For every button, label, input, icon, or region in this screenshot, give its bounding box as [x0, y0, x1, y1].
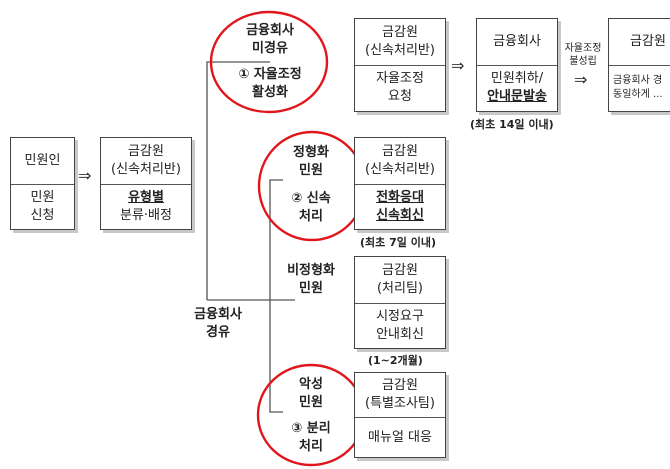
branch-line-self [206, 61, 270, 185]
nonstandard-fss-body-line-2: 안내회신 [376, 327, 424, 342]
self-step: ① 자율조정 활성화 [222, 66, 318, 102]
complainant-box: 민원인 민원 신청 [10, 137, 75, 230]
nonstandard-label-line-2: 민원 [299, 281, 323, 296]
self-final-title-text: 금감원 [630, 34, 666, 49]
self-company-title-text: 금융회사 [493, 34, 541, 49]
standard-label-line-1: 정형화 [293, 145, 329, 160]
self-label-line-1: 금융회사 [246, 23, 294, 38]
self-final-box: 금감원 금융회사 경 동일하게 ... [608, 18, 670, 112]
fss-intake-body-line-1: 유형별 [128, 190, 164, 205]
self-fss-box: 금감원 (신속처리반) 자율조정 요청 [354, 18, 446, 112]
malicious-fss-divider [355, 417, 445, 418]
standard-step-line-1: ② 신속 [291, 191, 331, 206]
standard-fss-box: 금감원 (신속처리반) 전화응대 신속회신 [354, 137, 446, 230]
malicious-label-line-2: 민원 [299, 395, 323, 410]
self-fss-title: 금감원 (신속처리반) [355, 19, 445, 65]
arrow-company-to-final: ⇒ [574, 70, 588, 89]
nonstandard-label: 비정형화 민원 [272, 262, 350, 298]
complainant-divider [11, 184, 74, 185]
malicious-label-line-1: 악성 [299, 377, 323, 392]
self-company-box: 금융회사 민원취하/ 안내문발송 [476, 18, 558, 112]
standard-fss-body-line-2: 신속회신 [376, 208, 424, 223]
standard-label: 정형화 민원 [276, 144, 346, 180]
via-company-label: 금융회사 경유 [180, 306, 256, 342]
fss-intake-title-line-2: (신속처리반) [111, 162, 181, 177]
self-final-divider [609, 65, 670, 66]
standard-step: ② 신속 처리 [276, 190, 346, 226]
self-company-body-line-1: 민원취하/ [490, 71, 544, 86]
self-company-body-line-2: 안내문발송 [487, 89, 547, 104]
nonstandard-label-line-1: 비정형화 [287, 263, 335, 278]
malicious-fss-body: 매뉴얼 대응 [355, 417, 445, 458]
complainant-title: 민원인 [11, 138, 74, 184]
arrow-self-fss-to-company: ⇒ [451, 56, 465, 75]
branch-line-malicious [269, 300, 283, 413]
malicious-fss-box: 금감원 (특별조사팀) 매뉴얼 대응 [354, 372, 446, 458]
fss-intake-box: 금감원 (신속처리반) 유형별 분류·배정 [100, 137, 192, 230]
nonstandard-fss-title-line-2: (처리팀) [376, 281, 424, 296]
malicious-step-line-2: 처리 [299, 439, 323, 454]
self-side-label: 자율조정 불성립 [560, 42, 606, 68]
highlight-ellipse-self [209, 10, 329, 114]
standard-note: (최초 7일 이내) [360, 236, 436, 249]
self-final-body-line-2: 동일하게 ... [613, 89, 663, 100]
self-fss-body-line-2: 요청 [388, 89, 412, 104]
self-fss-title-line-2: (신속처리반) [365, 43, 435, 58]
fss-intake-title-line-1: 금감원 [128, 144, 164, 159]
fss-intake-body: 유형별 분류·배정 [101, 184, 191, 230]
malicious-step-line-1: ③ 분리 [291, 421, 331, 436]
malicious-label: 악성 민원 [276, 376, 346, 412]
self-company-divider [477, 65, 557, 66]
nonstandard-fss-divider [355, 303, 445, 304]
via-company-label-line-2: 경유 [206, 325, 230, 340]
nonstandard-fss-box: 금감원 (처리팀) 시정요구 안내회신 [354, 256, 446, 349]
standard-fss-title-line-2: (신속처리반) [365, 162, 435, 177]
self-fss-body: 자율조정 요청 [355, 65, 445, 111]
nonstandard-fss-body-line-1: 시정요구 [376, 309, 424, 324]
nonstandard-fss-title-line-1: 금감원 [382, 263, 418, 278]
branch-line-standard [269, 179, 283, 300]
standard-step-line-2: 처리 [299, 209, 323, 224]
standard-label-line-2: 민원 [299, 163, 323, 178]
standard-fss-divider [355, 184, 445, 185]
self-step-line-1: ① 자율조정 [238, 67, 302, 82]
self-company-body: 민원취하/ 안내문발송 [477, 65, 557, 111]
malicious-fss-title: 금감원 (특별조사팀) [355, 373, 445, 417]
self-final-body-line-1: 금융회사 경 [613, 75, 663, 86]
self-side-label-line-1: 자율조정 [564, 43, 602, 54]
self-label: 금융회사 미경유 [232, 22, 308, 58]
self-note: (최초 14일 이내) [470, 118, 554, 131]
standard-fss-body: 전화응대 신속회신 [355, 184, 445, 230]
malicious-step: ③ 분리 처리 [276, 420, 346, 456]
self-side-label-line-2: 불성립 [569, 56, 597, 67]
malicious-fss-title-line-1: 금감원 [382, 378, 418, 393]
fss-intake-body-line-2: 분류·배정 [120, 208, 172, 223]
self-fss-divider [355, 65, 445, 66]
malicious-fss-body-text: 매뉴얼 대응 [368, 429, 432, 445]
self-label-line-2: 미경유 [252, 41, 288, 56]
complainant-body-line-2: 신청 [30, 208, 55, 223]
fss-intake-divider [101, 184, 191, 185]
malicious-fss-title-line-2: (특별조사팀) [365, 396, 435, 411]
self-final-body: 금융회사 경 동일하게 ... [609, 65, 670, 111]
nonstandard-fss-body: 시정요구 안내회신 [355, 303, 445, 349]
fss-intake-title: 금감원 (신속처리반) [101, 138, 191, 184]
arrow-complainant-to-intake: ⇒ [78, 166, 92, 185]
standard-fss-title: 금감원 (신속처리반) [355, 138, 445, 184]
standard-fss-title-line-1: 금감원 [382, 144, 418, 159]
self-fss-title-line-1: 금감원 [382, 25, 418, 40]
complainant-title-text: 민원인 [24, 153, 61, 168]
self-fss-body-line-1: 자율조정 [376, 71, 424, 86]
nonstandard-fss-title: 금감원 (처리팀) [355, 257, 445, 303]
nonstandard-note: (1~2개월) [368, 354, 423, 367]
via-company-label-line-1: 금융회사 [194, 307, 242, 322]
complainant-body: 민원 신청 [11, 184, 74, 230]
self-final-title: 금감원 [609, 19, 670, 65]
standard-fss-body-line-1: 전화응대 [376, 190, 424, 205]
complainant-body-line-1: 민원 [30, 190, 55, 205]
self-step-line-2: 활성화 [252, 85, 288, 100]
self-company-title: 금융회사 [477, 19, 557, 65]
